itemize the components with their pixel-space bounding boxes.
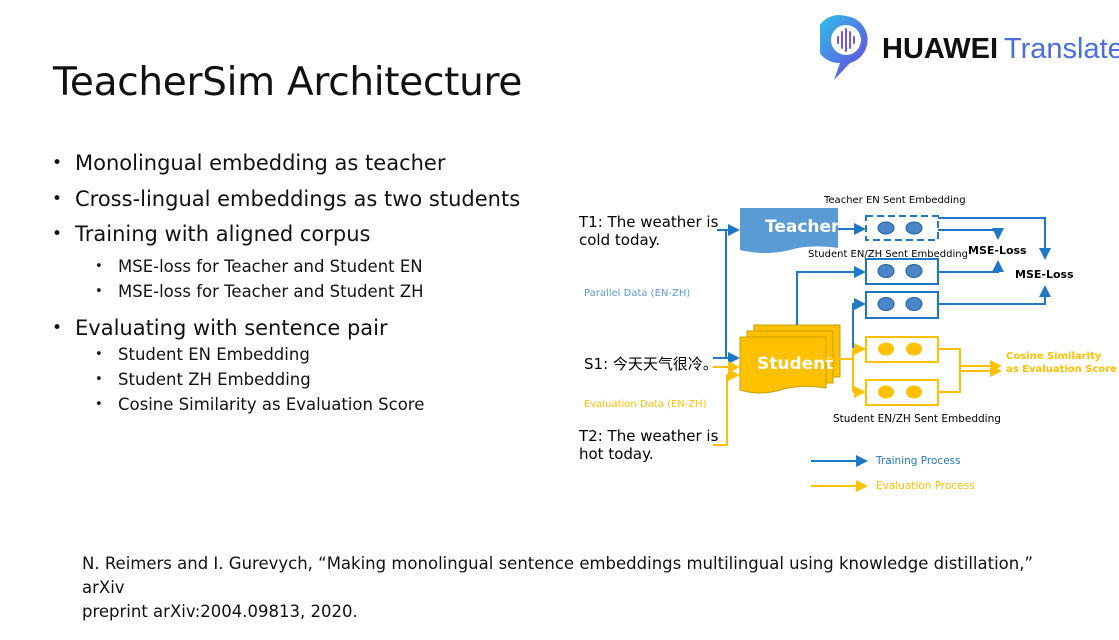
t2-text: hot today. [579, 445, 654, 463]
slide-title: TeacherSim Architecture [53, 60, 523, 105]
student-label: Student [757, 354, 833, 374]
legend-training-label: Training Process [875, 455, 961, 467]
student-eval-embedding-box [865, 379, 939, 406]
teacher-embedding-box [865, 215, 939, 241]
bullet-item: Training with aligned corpus [52, 219, 520, 255]
s1-text: S1: 今天天气很冷。 [584, 355, 718, 373]
teacher-embedding-label: Teacher EN Sent Embedding [823, 195, 966, 206]
bullet-item: Monolingual embedding as teacher [52, 148, 520, 184]
mse-loss-label: MSE-Loss [968, 244, 1027, 257]
t1-text: cold today. [579, 231, 660, 249]
teacher-label: Teacher [765, 217, 840, 237]
parallel-data-label: Parallel Data (EN-ZH) [584, 288, 690, 299]
student-embedding-box [865, 258, 939, 285]
evaluation-data-label: Evaluation Data (EN-ZH) [584, 399, 707, 410]
citation-line: preprint arXiv:2004.09813, 2020. [82, 602, 358, 621]
citation-line: N. Reimers and I. Gurevych, “Making mono… [82, 554, 1034, 597]
sub-bullet-item: Student ZH Embedding [52, 368, 520, 393]
bullet-list: Monolingual embedding as teacher Cross-l… [52, 148, 520, 418]
sub-bullet-item: MSE-loss for Teacher and Student ZH [52, 280, 520, 313]
sub-bullet-item: Cosine Similarity as Evaluation Score [52, 393, 520, 418]
student-model-box [739, 336, 827, 394]
legend-evaluation-label: Evaluation Process [876, 480, 975, 492]
student-embedding-box [865, 291, 939, 319]
cosine-similarity-label: as Evaluation Score [1006, 364, 1117, 375]
logo-brand: HUAWEI [882, 32, 998, 65]
bullet-item: Cross-lingual embeddings as two students [52, 184, 520, 220]
citation: N. Reimers and I. Gurevych, “Making mono… [82, 552, 1062, 624]
student-embedding-label-top: Student EN/ZH Sent Embedding [808, 249, 968, 260]
bullet-item: Evaluating with sentence pair [52, 313, 520, 343]
huawei-translate-logo: HUAWEI Translate [820, 14, 1119, 84]
sub-bullet-item: Student EN Embedding [52, 343, 520, 368]
student-embedding-label-bottom: Student EN/ZH Sent Embedding [833, 413, 1001, 425]
student-eval-embedding-box [865, 336, 939, 363]
logo-product: Translate [1004, 32, 1119, 65]
cosine-similarity-label: Cosine Similarity [1006, 351, 1102, 362]
sub-bullet-item: MSE-loss for Teacher and Student EN [52, 255, 520, 280]
teacher-model-box [740, 208, 838, 253]
logo-icon [820, 15, 868, 80]
mse-loss-label: MSE-Loss [1015, 268, 1074, 281]
t1-text: T1: The weather is [578, 213, 719, 231]
training-input-arrows [713, 224, 740, 364]
t2-text: T2: The weather is [578, 427, 719, 445]
evaluation-input-arrows [713, 361, 740, 446]
